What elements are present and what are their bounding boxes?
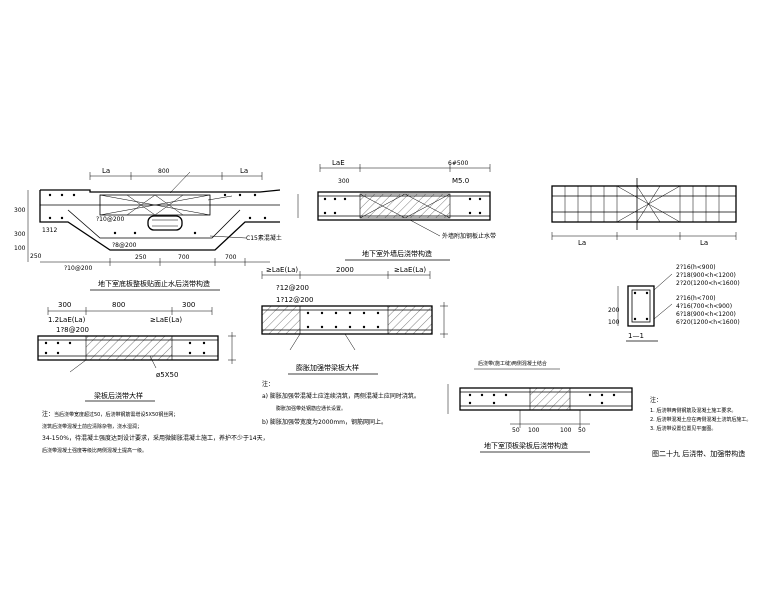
- detail-beam-slab-strip: 300 800 300 1.2LaE(La) ≥LaE(La) 1?8@200 …: [37, 301, 269, 454]
- d4-bar-a: ?12@200: [276, 284, 309, 292]
- d6-label: 后浇带(施工缝)两侧混凝土结合: [478, 360, 547, 367]
- d3-note-4: 后浇带混凝土强度等级比两侧混凝土提高一级。: [42, 447, 147, 454]
- d4-title: 膨胀加强带梁板大样: [296, 363, 359, 372]
- d2-spacing: 6#500: [448, 160, 468, 167]
- d6-note-head: 注：: [650, 396, 662, 404]
- d6-title: 地下室顶板梁板后浇带构造: [484, 441, 568, 450]
- d4-note-a: a) 膨胀加强带混凝土应连续浇筑，两侧混凝土应同时浇筑。: [262, 392, 420, 400]
- d4-mid: 2000: [336, 266, 354, 274]
- detail-roof-slab-strip: 后浇带(施工缝)两侧混凝土结合 50 100 100 50 地下室顶板梁板后浇带…: [447, 360, 751, 458]
- d2-note: 外墙附加钢板止水带: [442, 232, 496, 240]
- d1-bar-bot: ?10@200: [64, 265, 92, 272]
- d1-dim-250b: 250: [135, 254, 147, 261]
- d3-note-3: 34-150%，待混凝土强度达到设计要求，采用微膨胀混凝土施工，养护不少于14天…: [42, 434, 269, 442]
- detail-exterior-wall-strip: LaE 6#500 300 M5.0 外墙附加钢板止水带 地下室外墙后浇带构造: [297, 159, 496, 261]
- d5-spec-1: 2?16(h<900): [676, 264, 716, 271]
- d5-dim-200: 200: [608, 307, 620, 314]
- d1-bar-top: ?10@200: [96, 216, 124, 223]
- d3-note-1: 当后浇带宽度超过50，后浇带钢筋需增设5X50钢丝网；: [54, 411, 178, 418]
- d1-bar-mid: ?8@200: [112, 242, 137, 249]
- d5-spec-7: 6?20(1200<h<1600): [676, 319, 740, 326]
- d3-mesh: ø5X50: [156, 371, 178, 379]
- d6-dim-100b: 100: [560, 427, 572, 434]
- d5-spec-3: 2?20(1200<h<1600): [676, 280, 740, 287]
- d6-dim-50: 50: [512, 427, 520, 434]
- d5-spec-4: 2?16(h<700): [676, 295, 716, 302]
- d2-title: 地下室外墙后浇带构造: [362, 249, 432, 258]
- d1-la-right: La: [240, 167, 248, 175]
- d2-dim-300: 300: [338, 178, 350, 185]
- d3-lae-right: ≥LaE(La): [150, 316, 182, 324]
- d1-1312: 1312: [42, 227, 57, 234]
- d6-note-3: 3. 后浇带设置位置见平面图。: [650, 425, 716, 432]
- d3-lae-left: 1.2LaE(La): [48, 316, 86, 324]
- d1-gap: 800: [158, 168, 170, 175]
- d4-bar-b: 1?12@200: [276, 296, 313, 304]
- d4-note-head: 注：: [262, 380, 274, 388]
- d4-note-b: b) 膨胀加强带宽度为2000mm，钢筋网同上。: [262, 418, 387, 426]
- d6-dim-100: 100: [528, 427, 540, 434]
- d1-dim-300: 300: [14, 207, 26, 214]
- d1-dim-700b: 700: [225, 254, 237, 261]
- d6-note-2: 2. 后浇带混凝土应在两侧混凝土浇筑后施工。: [650, 416, 751, 423]
- d5-la-left: La: [578, 239, 586, 247]
- detail-expansion-band: ≥LaE(La) 2000 ≥LaE(La) ?12@200 1?12@200 …: [261, 266, 448, 426]
- d2-lae: LaE: [332, 159, 345, 167]
- d6-note-1: 1. 后浇带两侧钢筋及混凝土施工要求。: [650, 407, 736, 414]
- d5-dim-100: 100: [608, 319, 620, 326]
- d1-dim-700a: 700: [178, 254, 190, 261]
- d5-la-right: La: [700, 239, 708, 247]
- d5-section: 1—1: [628, 332, 644, 340]
- d3-dim-300a: 300: [58, 301, 71, 309]
- d5-spec-6: 6?18(900<h<1200): [676, 311, 736, 318]
- d3-bar: 1?8@200: [56, 326, 89, 334]
- detail-plan-and-section: La La 200 100 1—1 2?16(h<900) 2?18(900<h…: [551, 178, 740, 342]
- d3-dim-800: 800: [112, 301, 125, 309]
- d5-spec-5: 4?16(700<h<900): [676, 303, 732, 310]
- d1-dim-300b: 300: [14, 231, 26, 238]
- detail-floor-slab-strip: La La 800 300 300 100 250: [14, 167, 282, 291]
- d4-lae-right: ≥LaE(La): [394, 266, 426, 274]
- d1-title: 地下室底板整板贴面止水后浇带构造: [98, 279, 210, 288]
- d3-title: 梁板后浇带大样: [94, 391, 143, 400]
- d6-dim-50b: 50: [578, 427, 586, 434]
- d3-note-head: 注：: [42, 410, 54, 418]
- d3-note-2: 浇筑后浇带混凝土前应清除杂物，浇水湿润；: [42, 423, 142, 430]
- d2-m5: M5.0: [452, 177, 469, 185]
- figure-caption: 图二十九 后浇带、加强带构造: [652, 449, 745, 458]
- d3-dim-300b: 300: [182, 301, 195, 309]
- d1-dim-100: 100: [14, 245, 26, 252]
- d1-dim-250: 250: [30, 253, 42, 260]
- d1-la-left: La: [102, 167, 110, 175]
- d4-note-a2: 膨胀加强带处钢筋应通长设置。: [276, 405, 346, 412]
- d5-spec-2: 2?18(900<h<1200): [676, 272, 736, 279]
- d1-c15: C15素混凝土: [246, 234, 282, 242]
- d4-lae-left: ≥LaE(La): [266, 266, 298, 274]
